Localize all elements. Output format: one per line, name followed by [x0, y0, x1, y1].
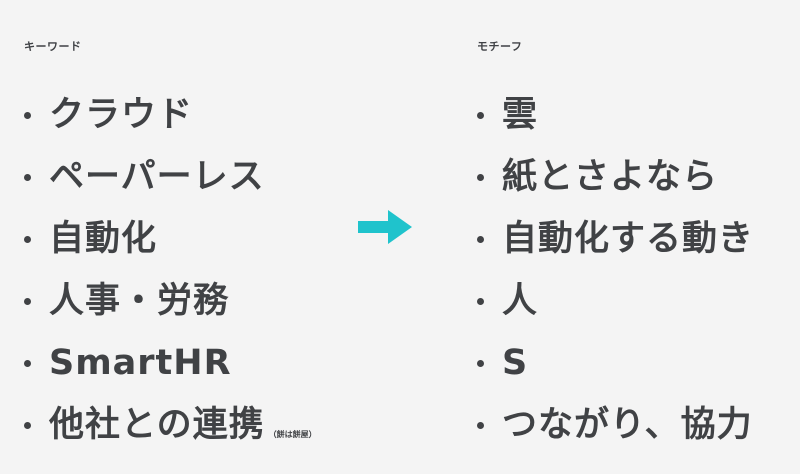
keyword-item: クラウド [24, 84, 317, 146]
bullet-icon [477, 359, 484, 367]
keyword-label: クラウド [49, 94, 194, 135]
motif-heading: モチーフ [477, 40, 523, 53]
motif-item: 人 [477, 270, 754, 332]
motif-item: 自動化する動き [477, 208, 754, 270]
motif-label: つながり、協力 [502, 404, 753, 445]
arrow-right-icon [358, 210, 412, 244]
motif-item: S [477, 332, 754, 394]
motif-item: 雲 [477, 84, 754, 146]
keyword-item: ペーパーレス [24, 146, 317, 208]
keyword-item: 人事・労務 [24, 270, 317, 332]
bullet-icon [24, 173, 31, 181]
keyword-label: SmartHR [49, 342, 232, 383]
keyword-item: 自動化 [24, 208, 317, 270]
keyword-label: 人事・労務 [49, 280, 230, 321]
bullet-icon [24, 111, 31, 119]
keyword-label: 自動化 [49, 218, 158, 259]
motif-label: 紙とさよなら [502, 156, 719, 197]
keyword-heading: キーワード [24, 40, 82, 53]
keyword-item: 他社との連携 （餅は餅屋） [24, 394, 317, 456]
bullet-icon [477, 173, 484, 181]
keyword-note: （餅は餅屋） [268, 430, 317, 439]
motif-label: 雲 [502, 94, 539, 135]
motif-list: 雲 紙とさよなら 自動化する動き 人 S つながり、協力 [477, 84, 754, 456]
bullet-icon [24, 297, 31, 305]
motif-label: 人 [502, 280, 539, 321]
keyword-label: 他社との連携 [49, 404, 265, 445]
bullet-icon [477, 111, 484, 119]
bullet-icon [477, 235, 484, 243]
bullet-icon [24, 359, 31, 367]
motif-item: つながり、協力 [477, 394, 754, 456]
bullet-icon [24, 421, 31, 429]
bullet-icon [477, 421, 484, 429]
arrow-shape [358, 210, 412, 244]
bullet-icon [24, 235, 31, 243]
motif-label: S [502, 342, 529, 383]
keyword-item: SmartHR [24, 332, 317, 394]
motif-item: 紙とさよなら [477, 146, 754, 208]
motif-label: 自動化する動き [502, 218, 755, 259]
keyword-label: ペーパーレス [49, 156, 265, 197]
bullet-icon [477, 297, 484, 305]
keyword-list: クラウド ペーパーレス 自動化 人事・労務 SmartHR 他社との連携 （餅は… [24, 84, 317, 456]
